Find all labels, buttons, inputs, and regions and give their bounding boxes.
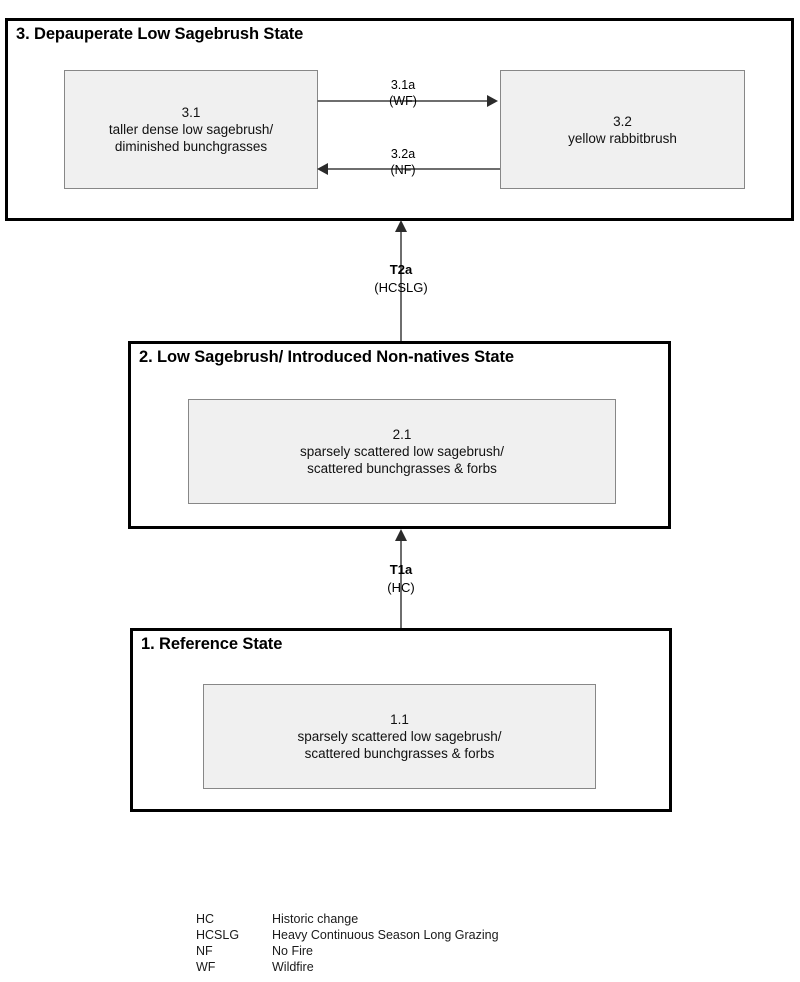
- legend-abbr: NF: [196, 944, 213, 958]
- transition-t2a-code: T2a: [389, 262, 413, 277]
- transition-t1a-arrowhead: [395, 529, 407, 541]
- phase-3-2-line1: yellow rabbitbrush: [568, 130, 677, 146]
- pathway-3-2a-line: [328, 168, 500, 170]
- transition-t2a-label: T2a (HCSLG): [350, 261, 452, 297]
- legend-row: WF Wildfire: [196, 959, 499, 975]
- pathway-3-1a-code: 3.1a: [390, 78, 416, 92]
- phase-3-2-number: 3.2: [613, 113, 632, 129]
- phase-1-1-number: 1.1: [390, 712, 409, 727]
- pathway-3-2a-arrowhead: [317, 163, 328, 175]
- phase-2-1-line1: sparsely scattered low sagebrush/: [299, 444, 505, 459]
- transition-t1a-line: [400, 540, 402, 628]
- pathway-3-2a-driver: (NF): [390, 163, 416, 177]
- legend-row: HCSLG Heavy Continuous Season Long Grazi…: [196, 927, 499, 943]
- phase-1-1-line1: sparsely scattered low sagebrush/: [297, 729, 502, 744]
- phase-3-1-line2: diminished bunchgrasses: [114, 139, 268, 154]
- phase-3-1-line1: taller dense low sagebrush/: [108, 122, 274, 137]
- state-1-title: 1. Reference State: [141, 635, 283, 653]
- pathway-3-1a-arrowhead: [487, 95, 498, 107]
- phase-1-1-line2: scattered bunchgrasses & forbs: [304, 746, 495, 761]
- state-box-2[interactable]: 2. Low Sagebrush/ Introduced Non-natives…: [128, 341, 671, 529]
- legend-row: HC Historic change: [196, 911, 499, 927]
- legend-abbr: WF: [196, 960, 216, 974]
- state-2-title: 2. Low Sagebrush/ Introduced Non-natives…: [139, 348, 514, 366]
- legend-description: No Fire: [272, 944, 313, 958]
- phase-2-1-line2: scattered bunchgrasses & forbs: [307, 461, 497, 476]
- transition-t1a-label: T1a (HC): [357, 561, 445, 597]
- pathway-3-2a-code: 3.2a: [390, 147, 416, 161]
- pathway-3-2a-label: 3.2a (NF): [368, 146, 438, 178]
- legend-description: Historic change: [272, 912, 359, 926]
- transition-t2a-driver: (HCSLG): [374, 280, 428, 295]
- phase-box-3-2[interactable]: 3.2 yellow rabbitbrush: [500, 70, 745, 189]
- legend-abbr: HCSLG: [196, 928, 240, 942]
- phase-box-2-1[interactable]: 2.1 sparsely scattered low sagebrush/ sc…: [188, 399, 616, 504]
- transition-t1a-driver: (HC): [387, 580, 415, 595]
- transition-t2a-line: [400, 231, 402, 341]
- state-box-3[interactable]: 3. Depauperate Low Sagebrush State 3.1 t…: [5, 18, 794, 221]
- legend-row: NF No Fire: [196, 943, 499, 959]
- phase-box-1-1[interactable]: 1.1 sparsely scattered low sagebrush/ sc…: [203, 684, 596, 789]
- pathway-3-1a-line: [317, 100, 489, 102]
- phase-3-1-number: 3.1: [181, 105, 201, 120]
- legend-description: Heavy Continuous Season Long Grazing: [272, 928, 499, 942]
- transition-t2a-arrowhead: [395, 220, 407, 232]
- phase-box-3-1[interactable]: 3.1 taller dense low sagebrush/ diminish…: [64, 70, 318, 189]
- state-box-1[interactable]: 1. Reference State 1.1 sparsely scattere…: [130, 628, 672, 812]
- pathway-3-1a-driver: (WF): [389, 94, 417, 108]
- pathway-3-1a-label: 3.1a (WF): [368, 77, 438, 109]
- legend: HC Historic change HCSLG Heavy Continuou…: [196, 911, 499, 975]
- legend-description: Wildfire: [272, 960, 314, 974]
- state-3-title: 3. Depauperate Low Sagebrush State: [16, 25, 304, 43]
- phase-2-1-number: 2.1: [392, 427, 412, 442]
- transition-t1a-code: T1a: [389, 562, 413, 577]
- legend-abbr: HC: [196, 912, 215, 926]
